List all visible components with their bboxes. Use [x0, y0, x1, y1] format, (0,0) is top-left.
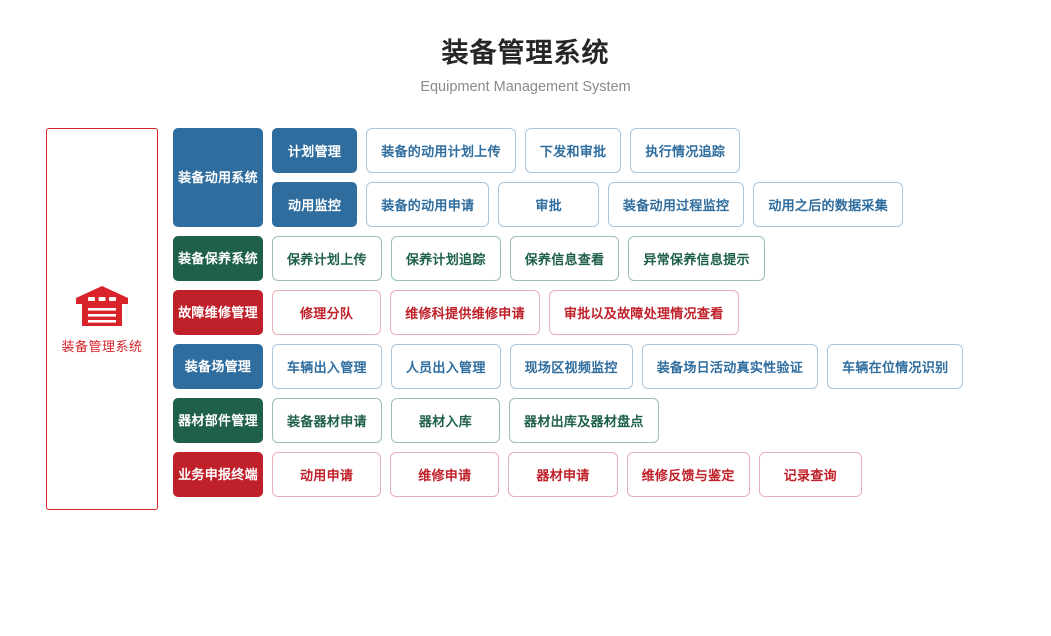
- leaf-node[interactable]: 异常保养信息提示: [628, 236, 765, 281]
- warehouse-icon: [74, 284, 130, 328]
- page-subtitle: Equipment Management System: [420, 79, 631, 95]
- subcategory-dispatch-monitoring[interactable]: 动用监控: [272, 182, 358, 227]
- leaf-node[interactable]: 维修科提供维修申请: [390, 290, 540, 335]
- category-row: 故障维修管理 修理分队 维修科提供维修申请 审批以及故障处理情况查看: [173, 290, 963, 335]
- leaf-node[interactable]: 记录查询: [758, 452, 862, 497]
- leaf-node[interactable]: 现场区视频监控: [509, 344, 633, 389]
- leaf-node[interactable]: 车辆出入管理: [272, 344, 382, 389]
- leaf-node[interactable]: 动用申请: [272, 452, 382, 497]
- diagram-body: 装备管理系统 装备动用系统 计划管理 装备的动用计划上传 下发和审批 执行情况追…: [0, 128, 1051, 510]
- leaf-node[interactable]: 保养计划追踪: [390, 236, 501, 281]
- subrow: 计划管理 装备的动用计划上传 下发和审批 执行情况追踪: [272, 128, 903, 173]
- leaf-node[interactable]: 人员出入管理: [390, 344, 501, 389]
- subrow: 修理分队 维修科提供维修申请 审批以及故障处理情况查看: [272, 290, 739, 335]
- page-header: 装备管理系统 Equipment Management System: [0, 0, 1051, 96]
- subrow: 装备器材申请 器材入库 器材出库及器材盘点: [272, 398, 659, 443]
- category-block-equipment-yard[interactable]: 装备场管理: [173, 344, 263, 389]
- leaf-node[interactable]: 保养计划上传: [272, 236, 382, 281]
- leaf-node[interactable]: 维修申请: [390, 452, 500, 497]
- leaf-node[interactable]: 装备的动用计划上传: [366, 128, 516, 173]
- leaf-node[interactable]: 审批以及故障处理情况查看: [548, 290, 739, 335]
- category-block-business-terminal[interactable]: 业务申报终端: [173, 452, 263, 497]
- subrow-group: 修理分队 维修科提供维修申请 审批以及故障处理情况查看: [272, 290, 739, 335]
- leaf-node[interactable]: 器材入库: [390, 398, 501, 443]
- leaf-node[interactable]: 修理分队: [272, 290, 382, 335]
- leaf-node[interactable]: 装备器材申请: [272, 398, 382, 443]
- category-block-parts-management[interactable]: 器材部件管理: [173, 398, 263, 443]
- leaf-node[interactable]: 装备的动用申请: [366, 182, 490, 227]
- leaf-node[interactable]: 器材申请: [508, 452, 618, 497]
- subrow-group: 装备器材申请 器材入库 器材出库及器材盘点: [272, 398, 659, 443]
- system-root-label: 装备管理系统: [61, 338, 143, 354]
- subrow: 动用申请 维修申请 器材申请 维修反馈与鉴定 记录查询: [272, 452, 862, 497]
- category-block-fault-repair[interactable]: 故障维修管理: [173, 290, 263, 335]
- leaf-node[interactable]: 保养信息查看: [509, 236, 620, 281]
- leaf-node[interactable]: 车辆在位情况识别: [827, 344, 964, 389]
- category-block-equipment-dispatch[interactable]: 装备动用系统: [173, 128, 263, 227]
- category-block-maintenance[interactable]: 装备保养系统: [173, 236, 263, 281]
- category-row: 业务申报终端 动用申请 维修申请 器材申请 维修反馈与鉴定 记录查询: [173, 452, 963, 497]
- system-root-panel[interactable]: 装备管理系统: [46, 128, 158, 510]
- subrow-group: 计划管理 装备的动用计划上传 下发和审批 执行情况追踪 动用监控 装备的动用申请…: [272, 128, 904, 227]
- category-row: 装备场管理 车辆出入管理 人员出入管理 现场区视频监控 装备场日活动真实性验证 …: [173, 344, 964, 389]
- leaf-node[interactable]: 审批: [498, 182, 599, 227]
- leaf-node[interactable]: 维修反馈与鉴定: [626, 452, 750, 497]
- subrow-group: 车辆出入管理 人员出入管理 现场区视频监控 装备场日活动真实性验证 车辆在位情况…: [272, 344, 964, 389]
- category-rows: 装备动用系统 计划管理 装备的动用计划上传 下发和审批 执行情况追踪 动用监控 …: [173, 128, 964, 506]
- subrow-group: 动用申请 维修申请 器材申请 维修反馈与鉴定 记录查询: [272, 452, 862, 497]
- leaf-node[interactable]: 器材出库及器材盘点: [509, 398, 659, 443]
- subcategory-plan-management[interactable]: 计划管理: [272, 128, 358, 173]
- leaf-node[interactable]: 执行情况追踪: [630, 128, 741, 173]
- category-row: 器材部件管理 装备器材申请 器材入库 器材出库及器材盘点: [173, 398, 963, 443]
- leaf-node[interactable]: 下发和审批: [524, 128, 622, 173]
- subrow: 车辆出入管理 人员出入管理 现场区视频监控 装备场日活动真实性验证 车辆在位情况…: [272, 344, 964, 389]
- page-title: 装备管理系统: [441, 38, 610, 68]
- subrow-group: 保养计划上传 保养计划追踪 保养信息查看 异常保养信息提示: [272, 236, 765, 281]
- subrow: 保养计划上传 保养计划追踪 保养信息查看 异常保养信息提示: [272, 236, 765, 281]
- subrow: 动用监控 装备的动用申请 审批 装备动用过程监控 动用之后的数据采集: [272, 182, 904, 227]
- category-row: 装备动用系统 计划管理 装备的动用计划上传 下发和审批 执行情况追踪 动用监控 …: [173, 128, 963, 227]
- category-row: 装备保养系统 保养计划上传 保养计划追踪 保养信息查看 异常保养信息提示: [173, 236, 963, 281]
- leaf-node[interactable]: 装备场日活动真实性验证: [641, 344, 819, 389]
- leaf-node[interactable]: 装备动用过程监控: [607, 182, 745, 227]
- leaf-node[interactable]: 动用之后的数据采集: [753, 182, 904, 227]
